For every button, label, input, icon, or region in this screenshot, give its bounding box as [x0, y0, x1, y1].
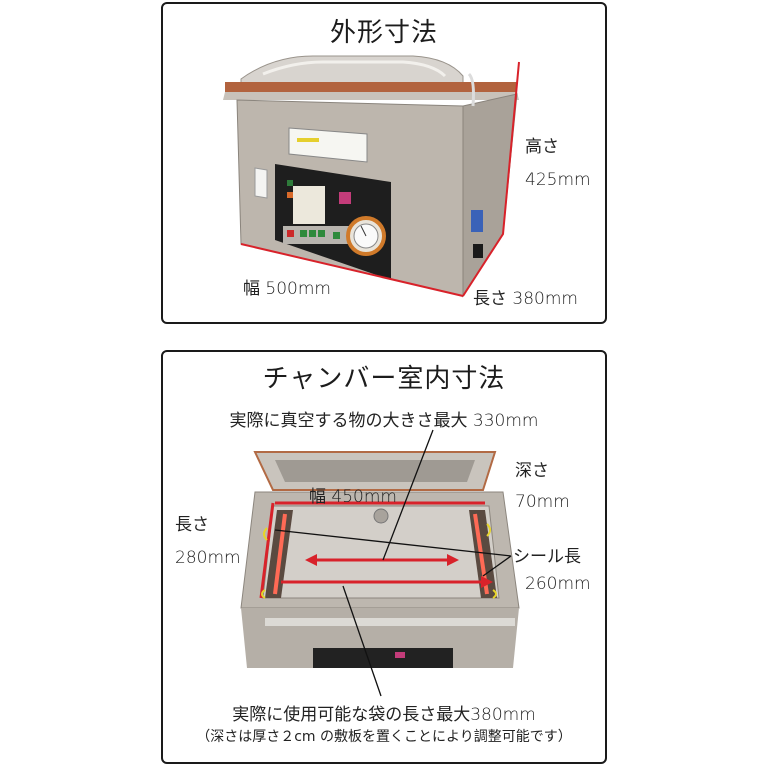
- max-object-size-label: 実際に真空する物の大きさ最大 330mm: [229, 411, 539, 431]
- outer-dimensions-title: 外形寸法: [329, 18, 438, 48]
- chamber-depth-value: 70mm: [515, 492, 570, 512]
- chamber-width-label: 幅 450mm: [309, 487, 397, 507]
- chamber-length-label: 長さ: [175, 515, 209, 535]
- outer-depth-label: 長さ 380mm: [473, 289, 578, 309]
- outer-width-label: 幅 500mm: [243, 279, 331, 299]
- seal-length-label: シール長: [513, 547, 581, 567]
- chamber-length-value: 280mm: [175, 548, 241, 568]
- chamber-dimensions-panel: チャンバー室内寸法 実際に真空する物の大きさ最大 330mm: [161, 350, 607, 764]
- vacuum-chamber-image: [240, 429, 520, 697]
- chamber-dimensions-title: チャンバー室内寸法: [262, 364, 506, 394]
- outer-height-label: 高さ: [525, 137, 559, 157]
- depth-adjustment-note: （深さは厚さ２cm の敷板を置くことにより調整可能です）: [196, 729, 572, 745]
- outer-dimensions-panel: 外形寸法: [161, 2, 607, 324]
- chamber-depth-label: 深さ: [515, 461, 549, 481]
- max-bag-length-label: 実際に使用可能な袋の長さ最大380mm: [232, 705, 536, 725]
- seal-length-value: 260mm: [525, 574, 591, 594]
- vacuum-sealer-exterior-image: [223, 55, 520, 298]
- outer-height-value: 425mm: [525, 170, 591, 190]
